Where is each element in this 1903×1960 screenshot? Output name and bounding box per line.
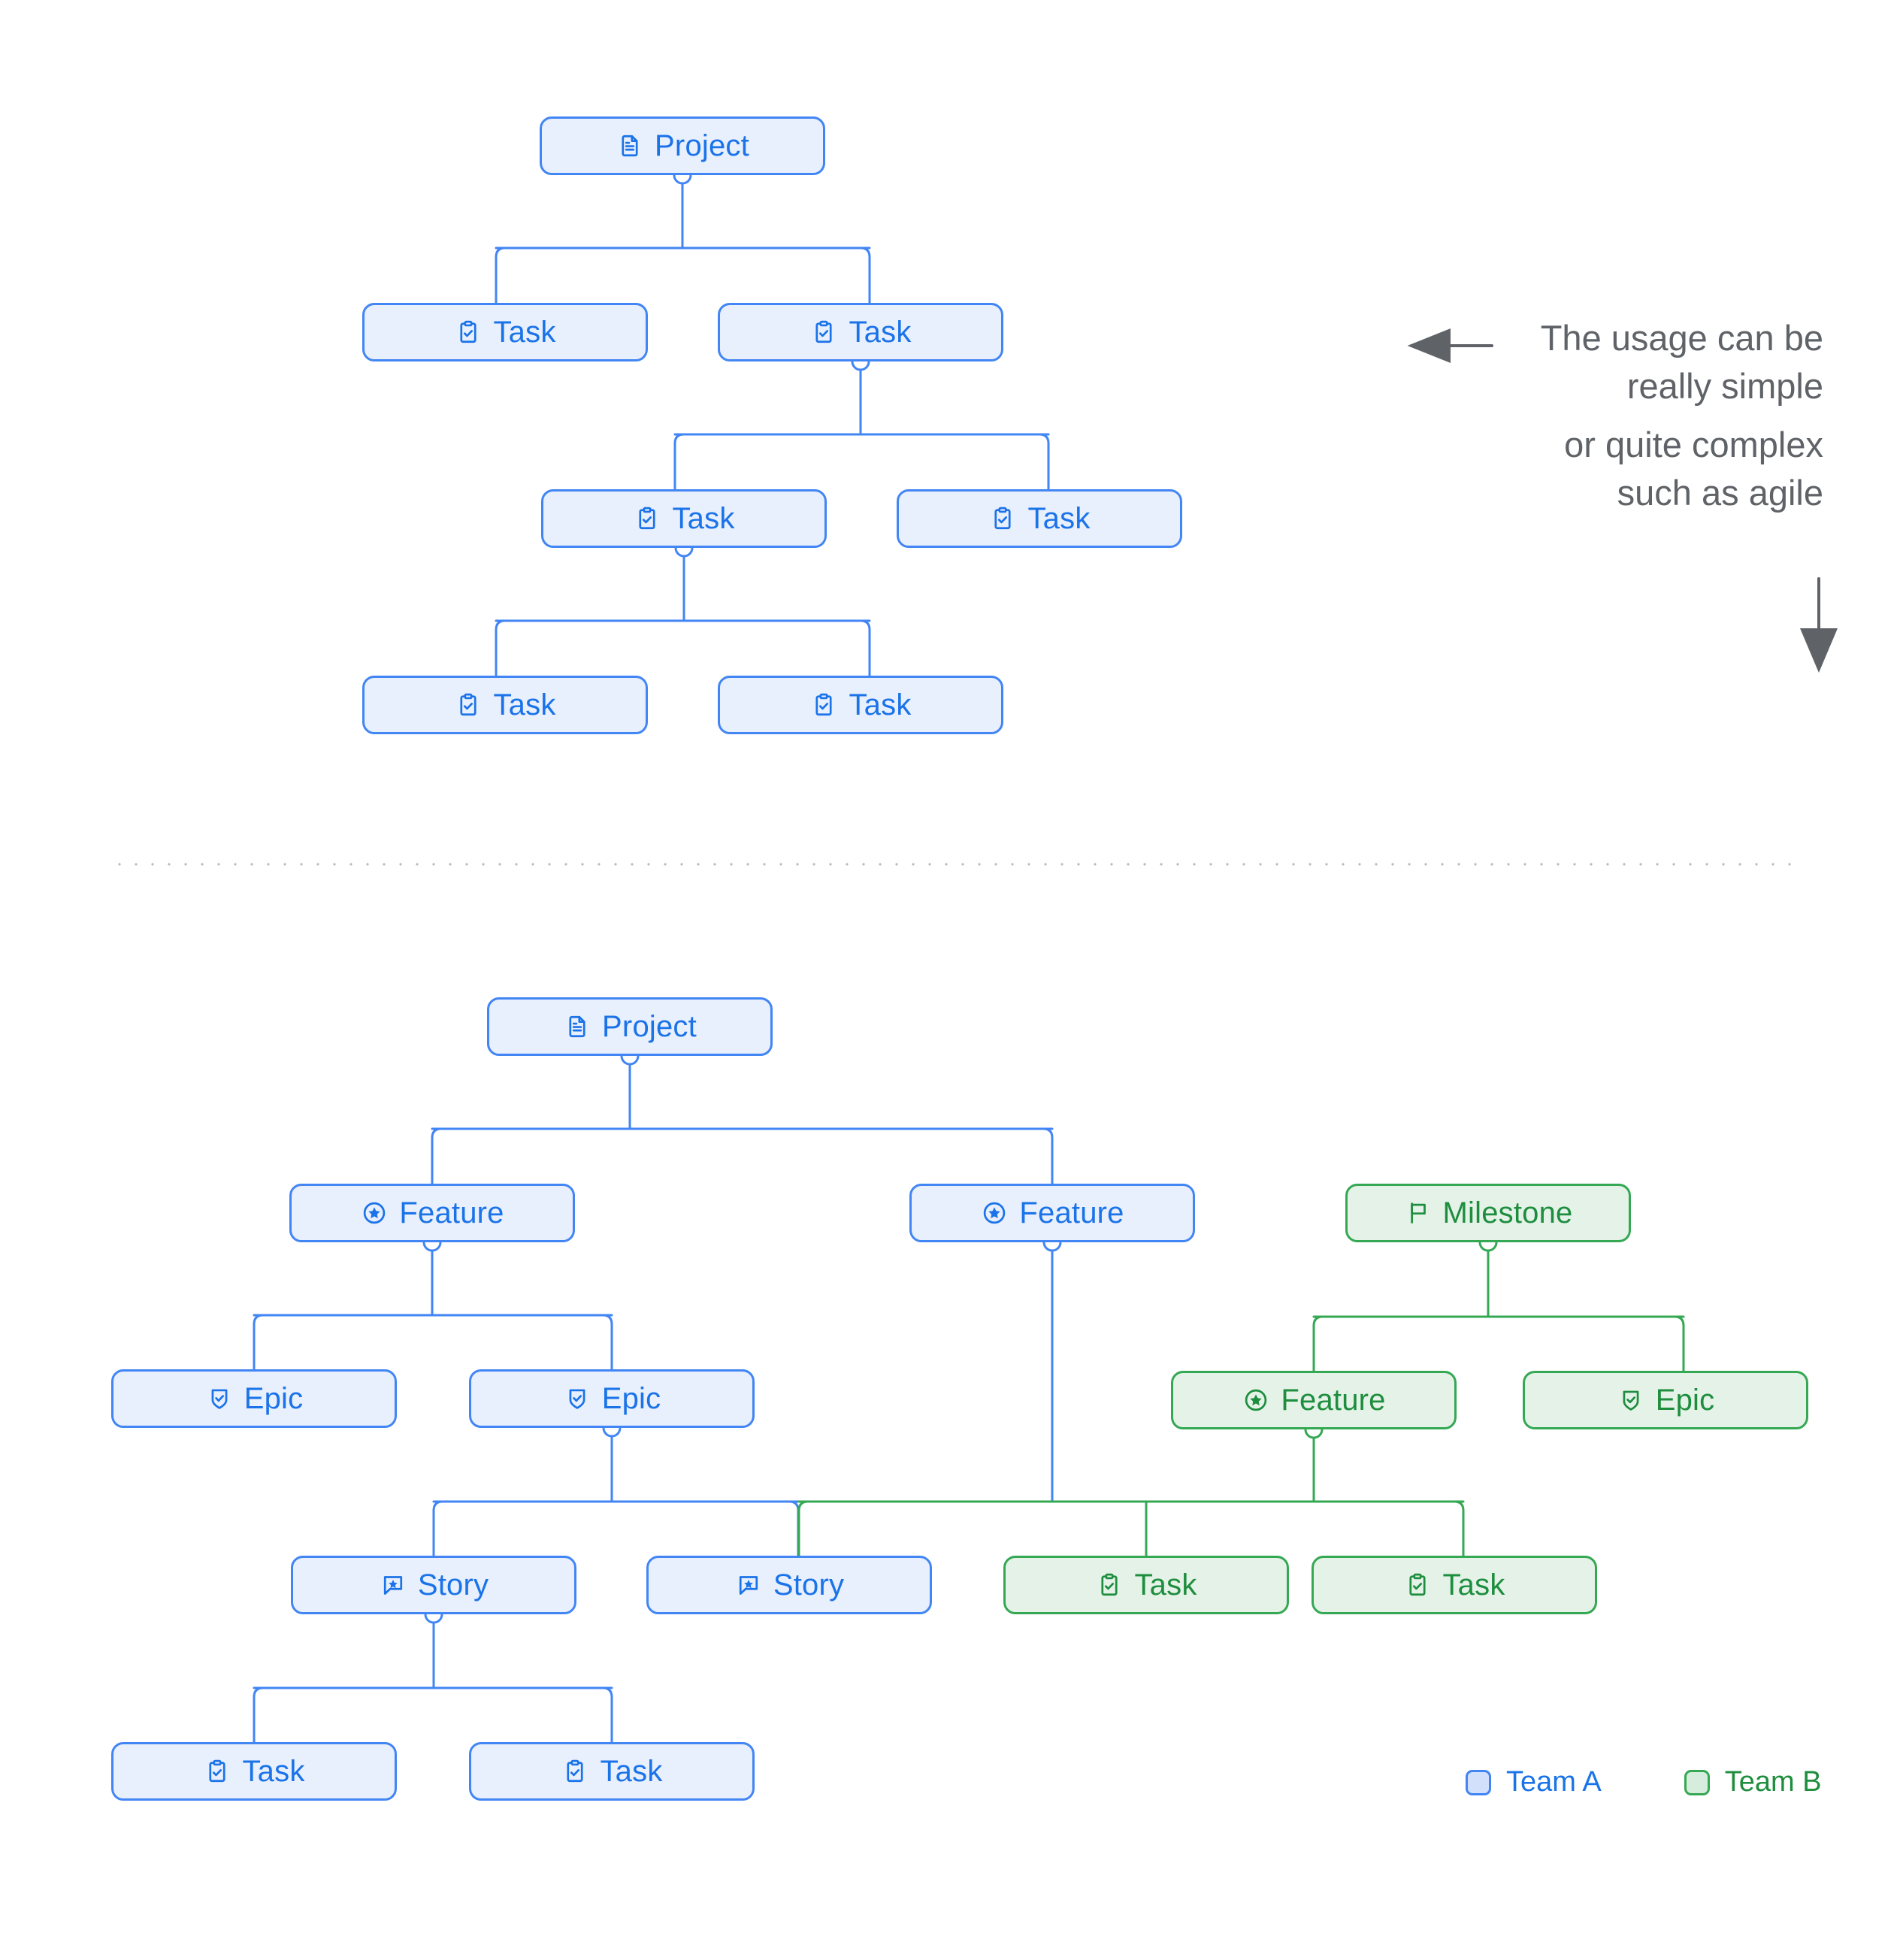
team-legend: Team A Team B bbox=[1466, 1766, 1822, 1798]
node-label: Epic bbox=[601, 1382, 661, 1415]
node-s-task-4[interactable]: Task bbox=[897, 489, 1182, 548]
edge-aproject-to-features bbox=[431, 1054, 1054, 1185]
node-label: Milestone bbox=[1442, 1196, 1573, 1230]
node-label: Project bbox=[602, 1010, 697, 1043]
node-a-epic-2[interactable]: Epic bbox=[469, 1369, 755, 1428]
node-label: Task bbox=[849, 688, 912, 721]
star-circle-icon bbox=[360, 1199, 389, 1227]
node-label: Story bbox=[417, 1568, 489, 1602]
node-label: Feature bbox=[1019, 1196, 1124, 1230]
node-a-task-b2[interactable]: Task bbox=[469, 1742, 755, 1801]
clipboard-check-icon bbox=[454, 691, 483, 719]
legend-swatch-green bbox=[1684, 1769, 1710, 1795]
node-a-milestone[interactable]: Milestone bbox=[1345, 1184, 1631, 1242]
edge-task3-to-tasks bbox=[495, 546, 871, 677]
arrow-left-icon-head bbox=[1407, 328, 1451, 363]
annotation-line-3: or quite complex bbox=[1564, 424, 1823, 464]
shield-check-icon bbox=[1617, 1386, 1645, 1414]
edge-task2-to-tasks bbox=[673, 360, 1050, 491]
chat-star-icon bbox=[734, 1571, 763, 1599]
clipboard-check-icon bbox=[633, 504, 661, 533]
node-label: Project bbox=[655, 129, 749, 162]
node-label: Epic bbox=[1655, 1384, 1715, 1417]
edge-feature1-to-epics bbox=[253, 1241, 613, 1371]
node-s-task-5[interactable]: Task bbox=[362, 676, 648, 734]
clipboard-check-icon bbox=[203, 1757, 231, 1786]
node-label: Task bbox=[493, 688, 556, 721]
node-a-epic-1[interactable]: Epic bbox=[111, 1369, 397, 1428]
node-label: Task bbox=[1134, 1568, 1197, 1602]
edge-project-to-tasks bbox=[495, 174, 871, 304]
node-label: Task bbox=[1442, 1568, 1505, 1602]
node-a-feature-2[interactable]: Feature bbox=[909, 1184, 1195, 1242]
edge-story1-to-tasks bbox=[253, 1613, 613, 1744]
document-icon bbox=[563, 1012, 591, 1041]
node-a-project[interactable]: Project bbox=[487, 997, 773, 1056]
node-label: Feature bbox=[399, 1196, 504, 1230]
node-s-task-1[interactable]: Task bbox=[362, 303, 648, 361]
legend-swatch-blue bbox=[1466, 1769, 1491, 1795]
edge-milestone-to-children bbox=[1312, 1241, 1685, 1372]
node-label: Epic bbox=[244, 1382, 304, 1415]
clipboard-check-icon bbox=[454, 318, 483, 346]
node-label: Task bbox=[849, 316, 912, 349]
annotation-line-4: such as agile bbox=[1617, 472, 1823, 513]
document-icon bbox=[616, 132, 644, 160]
annotation-line-1: The usage can be bbox=[1540, 318, 1823, 358]
chat-star-icon bbox=[379, 1571, 407, 1599]
node-s-task-2[interactable]: Task bbox=[718, 303, 1003, 361]
edge-feature3-to-tasks bbox=[797, 1428, 1465, 1557]
node-a-task-b1[interactable]: Task bbox=[111, 1742, 397, 1801]
node-a-story-2[interactable]: Story bbox=[646, 1556, 932, 1614]
legend-label-team-a: Team A bbox=[1506, 1766, 1602, 1798]
node-a-epic-3[interactable]: Epic bbox=[1523, 1371, 1808, 1429]
node-label: Task bbox=[493, 316, 556, 349]
section-divider bbox=[111, 863, 1793, 866]
clipboard-check-icon bbox=[1095, 1571, 1124, 1599]
node-s-task-6[interactable]: Task bbox=[718, 676, 1003, 734]
star-circle-icon bbox=[1242, 1386, 1270, 1414]
node-a-task-g2[interactable]: Task bbox=[1312, 1556, 1597, 1614]
shield-check-icon bbox=[563, 1384, 591, 1413]
node-label: Task bbox=[600, 1755, 663, 1788]
node-label: Story bbox=[773, 1568, 845, 1602]
node-label: Feature bbox=[1281, 1384, 1386, 1417]
legend-item-team-a[interactable]: Team A bbox=[1466, 1766, 1602, 1798]
flag-icon bbox=[1404, 1199, 1433, 1227]
clipboard-check-icon bbox=[561, 1757, 589, 1786]
node-a-feature-1[interactable]: Feature bbox=[289, 1184, 575, 1242]
node-a-feature-3[interactable]: Feature bbox=[1171, 1371, 1457, 1429]
clipboard-check-icon bbox=[809, 318, 838, 346]
clipboard-check-icon bbox=[988, 504, 1017, 533]
node-s-project[interactable]: Project bbox=[540, 116, 825, 175]
node-label: Task bbox=[242, 1755, 305, 1788]
legend-label-team-b: Team B bbox=[1724, 1766, 1822, 1798]
node-s-task-3[interactable]: Task bbox=[541, 489, 827, 548]
node-a-task-g1[interactable]: Task bbox=[1003, 1556, 1289, 1614]
annotation-note: The usage can be really simple or quite … bbox=[1428, 314, 1823, 517]
shield-check-icon bbox=[205, 1384, 234, 1413]
arrow-down-icon-head bbox=[1799, 628, 1838, 673]
annotation-line-2: really simple bbox=[1626, 365, 1823, 406]
clipboard-check-icon bbox=[809, 691, 838, 719]
edge-epic2-to-stories bbox=[432, 1426, 800, 1557]
star-circle-icon bbox=[980, 1199, 1009, 1227]
node-a-story-1[interactable]: Story bbox=[291, 1556, 576, 1614]
legend-item-team-b[interactable]: Team B bbox=[1684, 1766, 1822, 1798]
node-label: Task bbox=[1027, 502, 1091, 535]
clipboard-check-icon bbox=[1403, 1571, 1432, 1599]
node-label: Task bbox=[672, 502, 735, 535]
